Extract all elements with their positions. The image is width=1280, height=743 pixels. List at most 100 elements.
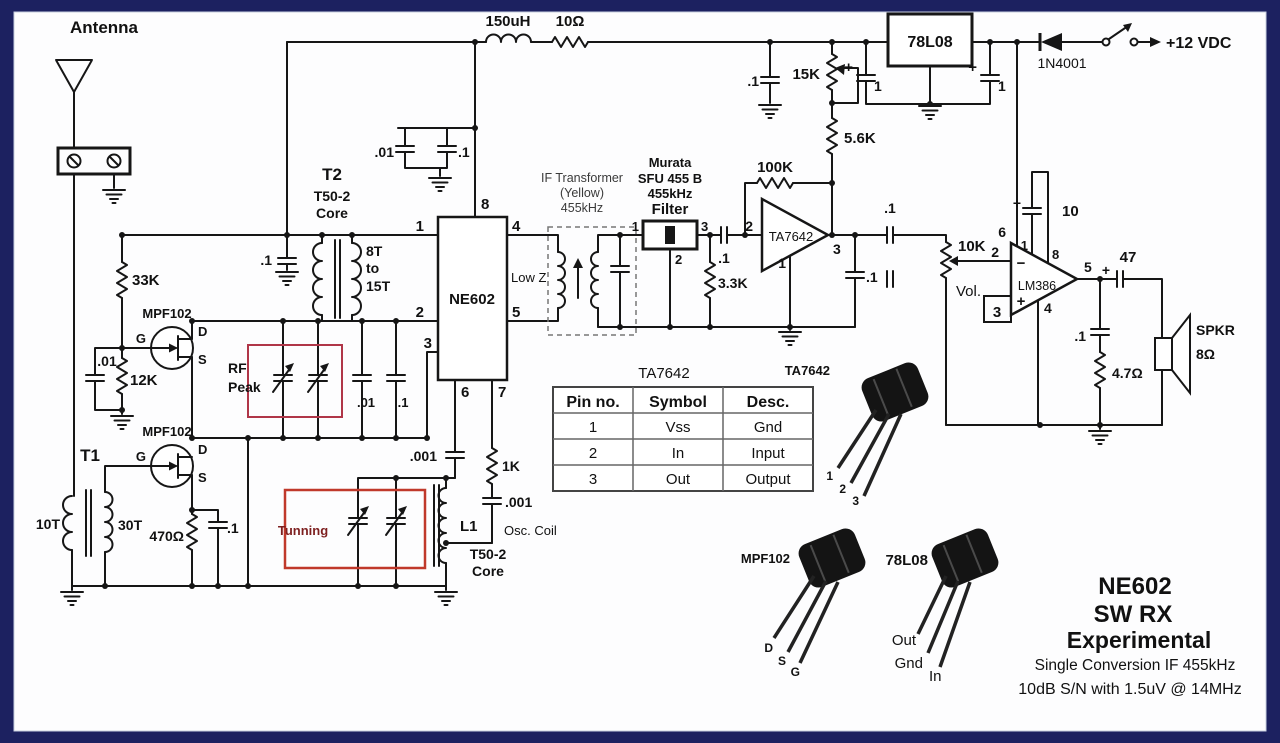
cap-rail-label: .1	[747, 73, 759, 89]
antenna-terminal-block	[56, 146, 132, 176]
cap-47uf-label: 47	[1120, 249, 1137, 266]
resistor-100k-label: 100K	[757, 159, 793, 176]
ne602-pin3: 3	[424, 335, 432, 352]
l1-core-label-2: Core	[472, 563, 504, 579]
gate-label: G	[136, 449, 146, 464]
resistor-10ohm-label: 10Ω	[556, 13, 585, 30]
ta7642-pin3: 3	[833, 241, 841, 257]
t2-core2-label: Core	[316, 205, 348, 221]
t2-label: T2	[322, 165, 342, 184]
source-label: S	[198, 470, 207, 485]
drain-label: D	[198, 442, 207, 457]
table-cell: 2	[589, 445, 597, 462]
78l08-package-body	[931, 528, 999, 588]
resistor-12k-label: 12K	[130, 372, 158, 389]
78l08-package-legs	[916, 575, 972, 668]
resistor-3k3-label: 3.3K	[718, 275, 748, 291]
ta7642-package-pin3: 3	[852, 494, 859, 508]
switch-lever-arrow	[1123, 23, 1132, 32]
table-cell: Gnd	[754, 419, 782, 436]
t2-winding-label-3: 15T	[366, 278, 391, 294]
murata-label-2: SFU 455 B	[638, 171, 702, 186]
boxes	[56, 12, 1191, 570]
cap-det-out-fix	[886, 270, 894, 288]
tuning-box	[283, 488, 427, 570]
resistor-470-label: 470Ω	[149, 528, 184, 544]
pot-10k-label: 10K	[958, 238, 986, 255]
ne602-pin8: 8	[481, 196, 489, 213]
t1-label: T1	[80, 446, 100, 465]
lm386-pin3-box	[983, 295, 1012, 323]
speaker-body	[1154, 337, 1173, 371]
ne602-pin6: 6	[461, 384, 469, 401]
lm386-amp-triangle	[1009, 240, 1080, 318]
table-cell: 3	[589, 471, 597, 488]
gate-label: G	[136, 331, 146, 346]
volume-label: Vol.	[956, 283, 981, 300]
ta7642-package-label: TA7642	[785, 363, 830, 378]
lm386-pin4: 4	[1044, 300, 1052, 316]
table-cell: In	[672, 445, 685, 462]
cap-001-pin7-label: .001	[505, 494, 532, 510]
l1-core-label-1: T50-2	[470, 546, 507, 562]
resistor-5k6-label: 5.6K	[844, 130, 876, 147]
ne602-pin5: 5	[512, 304, 520, 321]
power-switch	[1101, 37, 1139, 47]
t2-winding-label-2: to	[366, 260, 379, 276]
78l08-regulator-box	[886, 12, 974, 68]
ne602-chip-box	[436, 215, 509, 382]
mpf102-package-pin-s: S	[778, 654, 786, 668]
lm386-pin1: 1	[1021, 238, 1028, 253]
if-transformer-label-3: 455kHz	[561, 201, 603, 215]
filter-pin1: 1	[632, 219, 639, 234]
mpf102-package-body	[798, 528, 866, 588]
antenna-label: Antenna	[70, 18, 139, 37]
cap-1-source-label: .1	[227, 520, 239, 536]
lm386-pin8: 8	[1052, 247, 1059, 262]
pot-15k-label: 15K	[792, 66, 820, 83]
ne602-label: NE602	[449, 291, 495, 308]
mpf102-rf-label: MPF102	[142, 306, 191, 321]
ta7642-package-pin2: 2	[839, 482, 846, 496]
canvas-background	[13, 11, 1267, 732]
table-header-symbol: Symbol	[649, 394, 707, 411]
osc-coil-label: Osc. Coil	[504, 523, 557, 538]
plus-sign: +	[844, 59, 853, 76]
volume-wiper-arrow	[949, 256, 958, 266]
if-transformer-dashed-box	[547, 226, 637, 336]
tuning-label: Tunning	[278, 523, 328, 538]
cap-1-top-label: .1	[458, 144, 470, 160]
rf-peak-label-1: RF	[228, 360, 247, 376]
cap-001-pin6-label: .001	[410, 448, 437, 464]
table-cell: Input	[751, 445, 785, 462]
ta7642-package-legs	[836, 409, 903, 497]
mpf102-package-pin-d: D	[764, 641, 773, 655]
cap-det-in-label: .1	[718, 250, 730, 266]
cap-bypass-label: .1	[260, 252, 272, 268]
l1-label: L1	[460, 518, 478, 535]
cap-det-out-label: .1	[884, 200, 896, 216]
inductor-150uh-label: 150uH	[485, 13, 530, 30]
ta7642-pin2: 2	[745, 218, 753, 234]
plus-sign: +	[1102, 262, 1110, 278]
speaker-label: SPKR	[1196, 322, 1235, 338]
title-line-4: Single Conversion IF 455kHz	[1035, 657, 1236, 674]
t1-winding-30t-label: 30T	[118, 517, 143, 533]
cap-zobel-label: .1	[1074, 328, 1086, 344]
supply-arrow	[1150, 37, 1161, 47]
lm386-pin6: 6	[998, 224, 1006, 240]
ta7642-pin-table	[552, 386, 814, 492]
filter-pin2: 2	[675, 252, 682, 267]
title-line-3: Experimental	[1067, 627, 1211, 653]
source-label: S	[198, 352, 207, 367]
cap-01-top-label: .01	[375, 144, 395, 160]
cap-det-shunt-label: .1	[866, 269, 878, 285]
ne602-pin4: 4	[512, 218, 521, 235]
mpf102-package-legs	[772, 575, 840, 664]
jfet-mpf102-rf	[150, 326, 194, 370]
drain-label: D	[198, 324, 207, 339]
table-title: TA7642	[638, 365, 689, 382]
ta7642-package-body	[861, 362, 929, 422]
minus-input: −	[1017, 255, 1026, 272]
